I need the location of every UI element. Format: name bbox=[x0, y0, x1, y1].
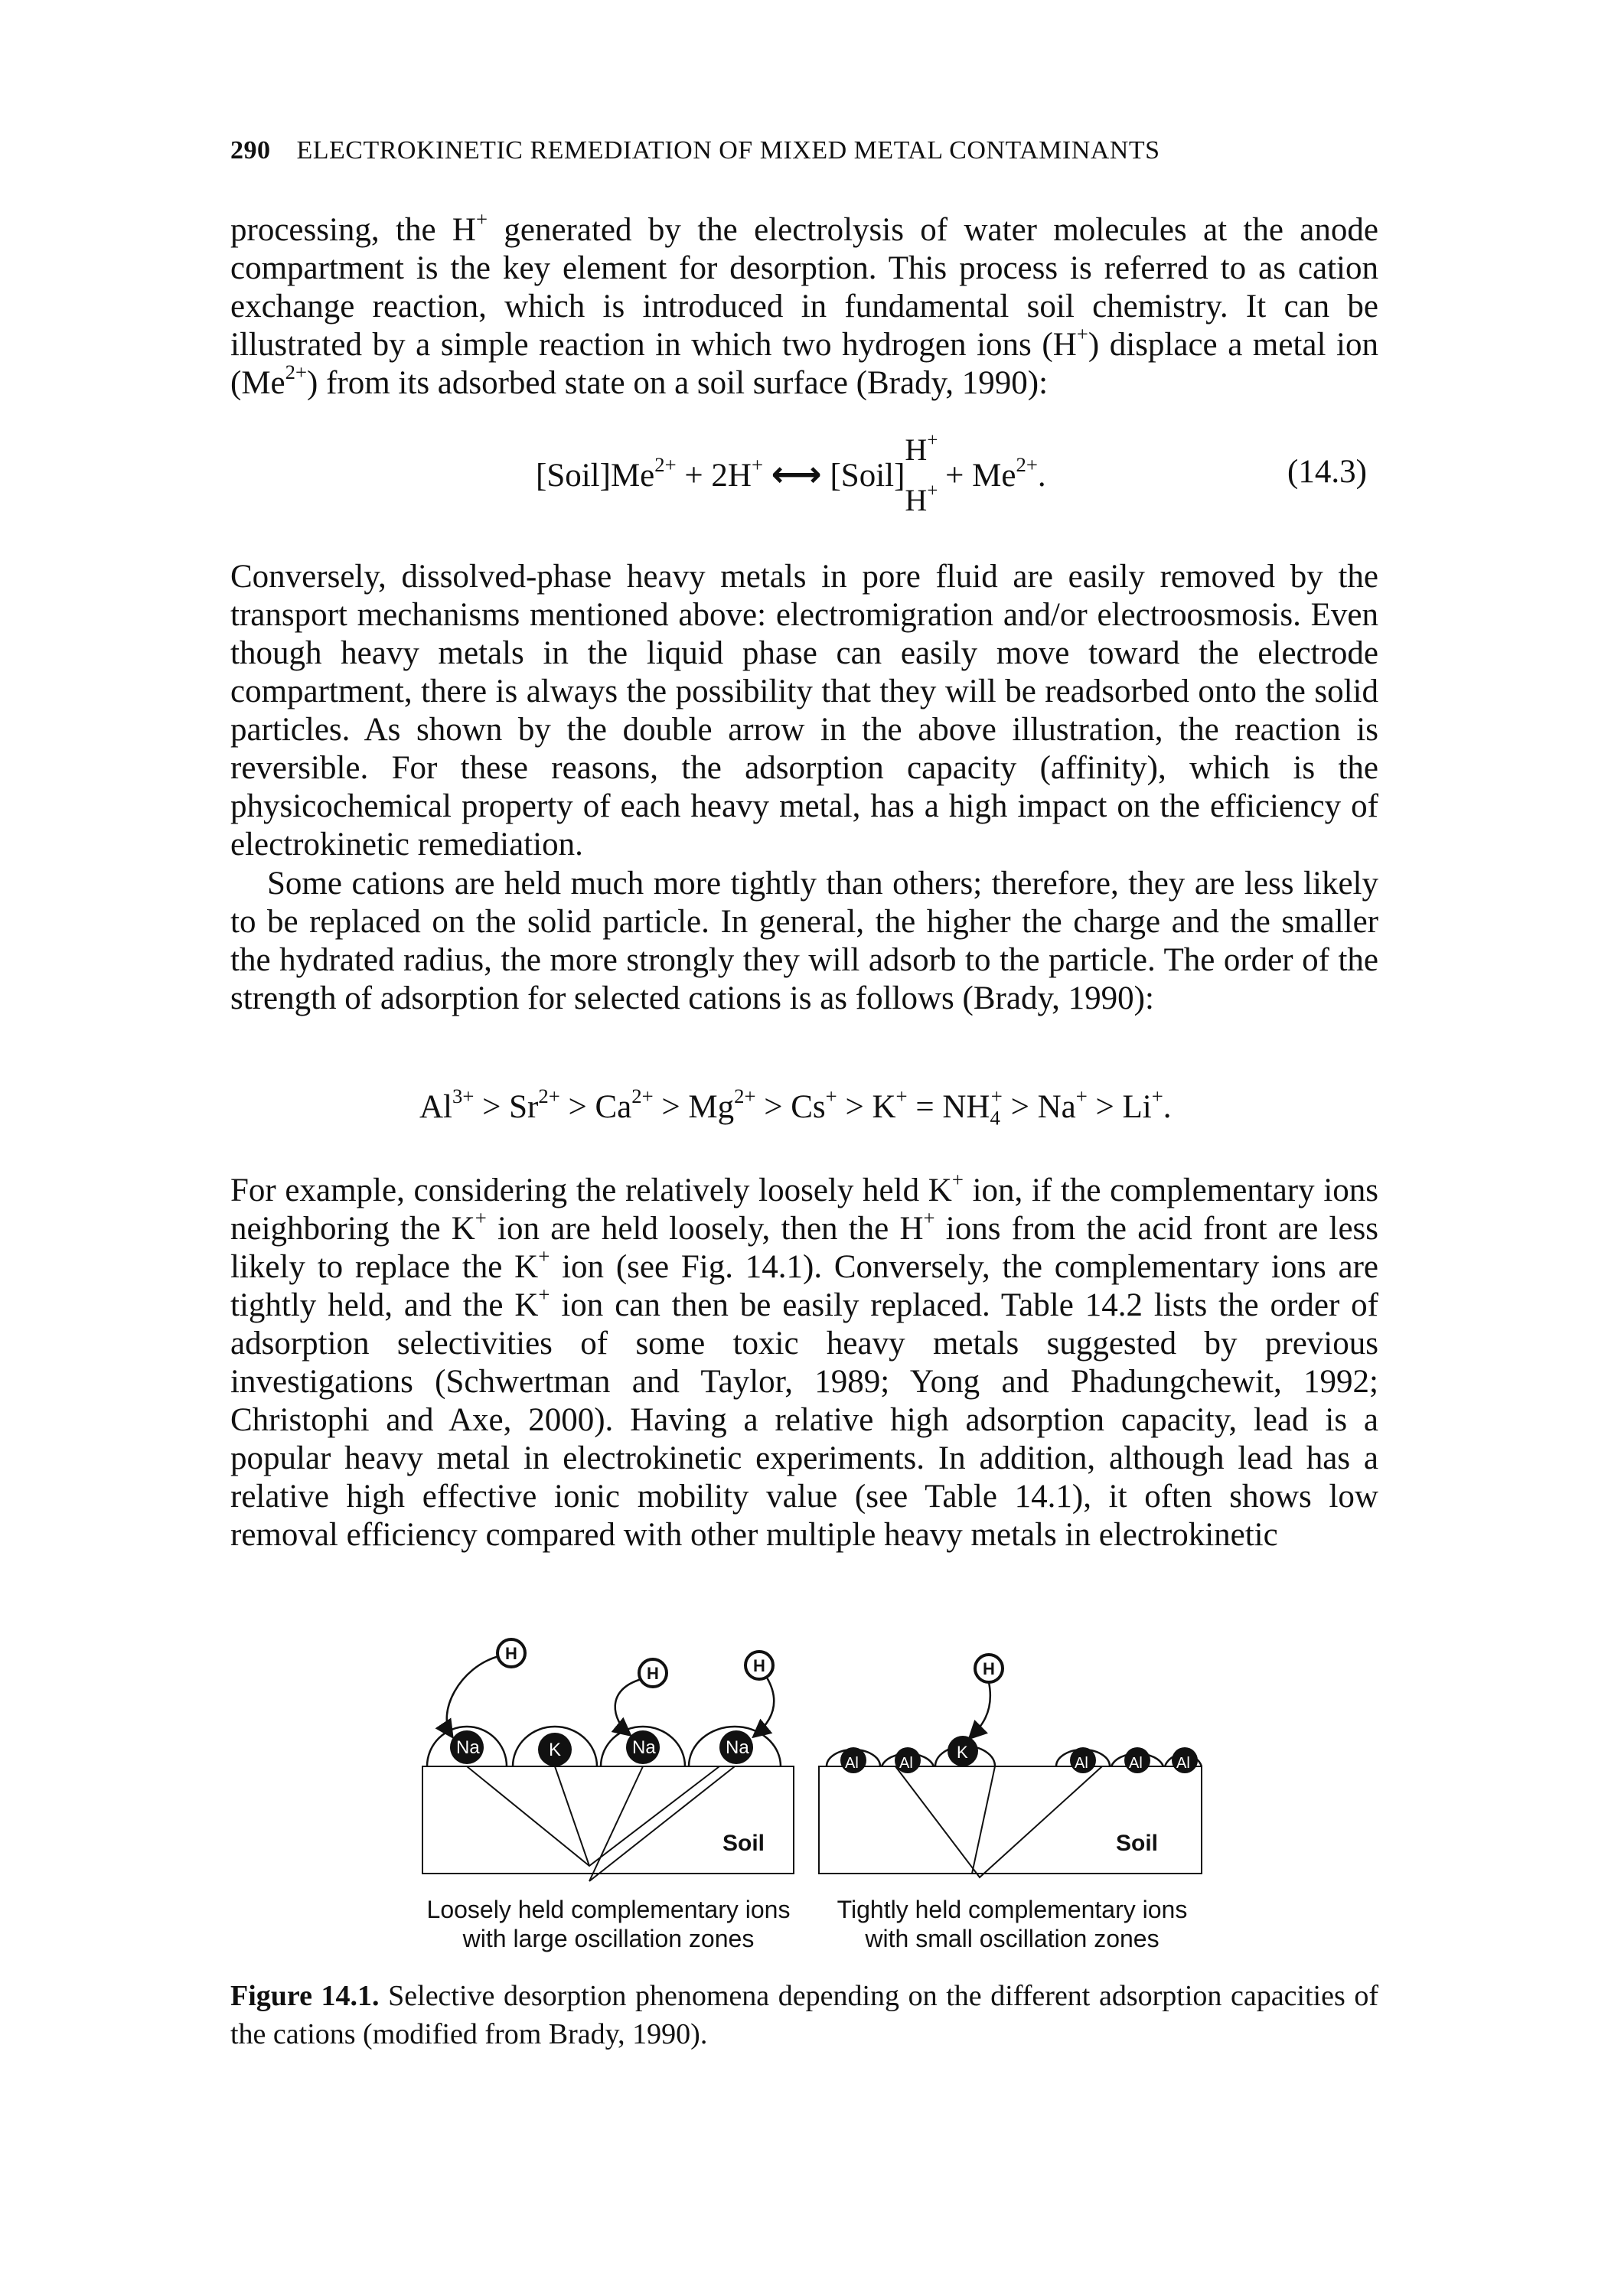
right-panel bbox=[818, 1653, 1203, 1879]
ion-label: Na bbox=[456, 1737, 480, 1758]
hydrogen-stack: H+H+ bbox=[905, 430, 938, 518]
paragraph-2: Conversely, dissolved-phase heavy metals… bbox=[230, 559, 1378, 863]
figure-illustration bbox=[422, 1638, 1203, 1882]
ion-label: H bbox=[505, 1644, 517, 1663]
al-ion bbox=[1124, 1747, 1150, 1773]
al-ion bbox=[840, 1747, 866, 1773]
na-ion bbox=[719, 1730, 753, 1764]
oscillation-zone bbox=[554, 1766, 590, 1867]
left-panel bbox=[422, 1638, 794, 1882]
oscillation-zone bbox=[971, 1766, 996, 1874]
ion-label: Al bbox=[1129, 1755, 1143, 1772]
al-ion bbox=[895, 1747, 921, 1773]
ion-label: H bbox=[647, 1664, 659, 1683]
double-arrow-icon: ⟷ bbox=[771, 453, 822, 494]
al-ion bbox=[1172, 1747, 1198, 1773]
figure-caption: Figure 14.1. Selective desorption phenom… bbox=[230, 1977, 1378, 2053]
soil-label: Soil bbox=[1116, 1831, 1159, 1856]
oscillation-zone bbox=[589, 1766, 736, 1882]
paragraph-4: For example, considering the relatively … bbox=[230, 1167, 1379, 1553]
ion-label: Al bbox=[1176, 1755, 1190, 1772]
ion-label: Al bbox=[899, 1755, 913, 1772]
h-ion bbox=[496, 1638, 527, 1668]
oscillation-zone bbox=[895, 1766, 1103, 1879]
page-number: 290 bbox=[230, 136, 271, 165]
paragraph-1: processing, the H+ generated by the elec… bbox=[230, 207, 1378, 401]
ion-label: H bbox=[983, 1659, 995, 1678]
k-ion bbox=[538, 1733, 572, 1766]
ion-label: K bbox=[957, 1743, 968, 1762]
figure-label: Figure 14.1. bbox=[230, 1980, 380, 2012]
equation-14-3: [Soil]Me2+ + 2H+ ⟷ [Soil]H+H+ + Me2+. bbox=[536, 430, 1046, 518]
ion-label: Na bbox=[726, 1737, 749, 1758]
arrow-icon bbox=[752, 1677, 775, 1739]
arrow-icon bbox=[611, 1678, 642, 1737]
ion-label: K bbox=[549, 1740, 562, 1760]
loose-shell bbox=[511, 1725, 599, 1767]
figure-14-1: Na K Na Na H H H Soil Al Al K Al Al Al H… bbox=[413, 1629, 1209, 1958]
na-ion bbox=[626, 1730, 660, 1764]
arrow-icon bbox=[967, 1681, 991, 1740]
arrow-icon bbox=[435, 1655, 500, 1740]
soil-block-right bbox=[818, 1766, 1202, 1874]
cation-order-series: Al3+ > Sr2+ > Ca2+ > Mg2+ > Cs+ > K+ = N… bbox=[419, 1084, 1172, 1130]
na-ion bbox=[450, 1730, 484, 1764]
right-panel-label: Tightly held complementary ions with sma… bbox=[837, 1896, 1188, 1952]
soil-block-left bbox=[422, 1766, 794, 1874]
loose-shell bbox=[599, 1725, 687, 1767]
caption-text: Selective desorption phenomena depending… bbox=[230, 1980, 1379, 2050]
oscillation-zone bbox=[589, 1766, 644, 1882]
paragraph-3: Some cations are held much more tightly … bbox=[230, 866, 1378, 1016]
ion-label: Al bbox=[845, 1755, 859, 1772]
al-ion bbox=[1070, 1747, 1096, 1773]
equation-number: (14.3) bbox=[1287, 454, 1367, 490]
h-ion bbox=[744, 1650, 775, 1681]
soil-label: Soil bbox=[722, 1831, 765, 1856]
k-ion bbox=[948, 1736, 978, 1766]
h-ion bbox=[638, 1658, 668, 1688]
loose-shell bbox=[426, 1725, 508, 1767]
left-panel-label: Loosely held complementary ions with lar… bbox=[426, 1896, 791, 1952]
loose-shell bbox=[687, 1725, 782, 1767]
running-title: ELECTROKINETIC REMEDIATION OF MIXED META… bbox=[296, 136, 1160, 165]
running-head: 290 ELECTROKINETIC REMEDIATION OF MIXED M… bbox=[230, 136, 1160, 165]
ion-label: Na bbox=[632, 1737, 656, 1758]
ion-label: H bbox=[753, 1656, 765, 1675]
ion-label: Al bbox=[1075, 1755, 1088, 1772]
